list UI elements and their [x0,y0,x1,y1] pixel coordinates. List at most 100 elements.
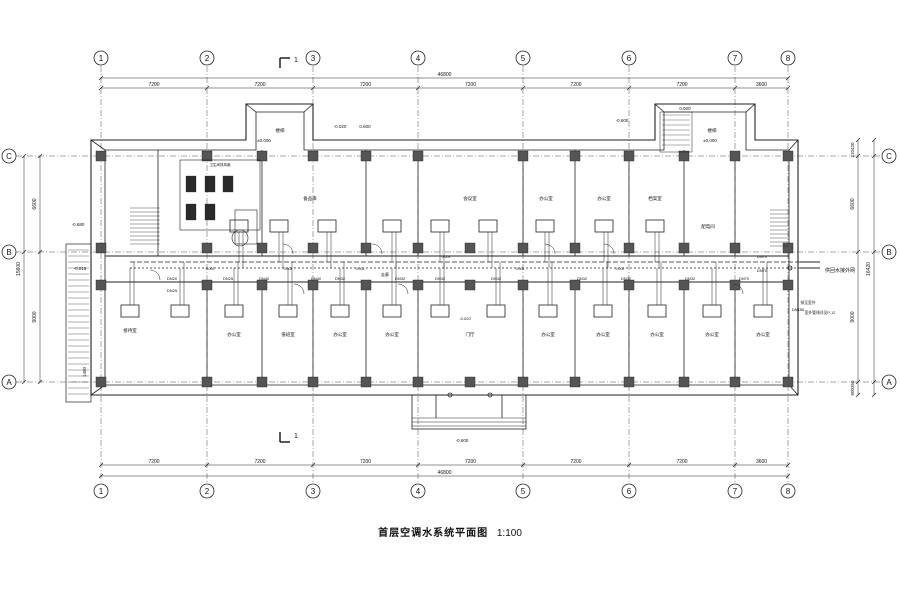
dimension-text: 1450 [82,366,87,377]
pipe-size-label: DN150 [792,307,805,312]
elevation-label: ±0.000 [703,138,717,143]
structural-column [782,376,794,388]
axis-bubble [1,148,17,164]
pipe-size-label: DN70 [757,254,768,259]
room-label: 楼梯 [708,127,717,134]
room-label: 走廊 [381,271,389,277]
dimension-tick [204,85,210,91]
wall-corner [745,103,756,113]
structural-column [517,242,529,254]
dimension-text: 15600 [16,262,22,276]
dimension-tick [204,462,210,468]
fan-coil-unit [120,304,140,318]
fan-coil-unit [702,304,722,318]
door-swing [149,269,161,281]
axis-bubble [93,50,109,66]
axis-label-bottom: 1 [99,487,104,496]
fan-coil-unit [647,304,667,318]
room-label: 会议室 [463,195,477,202]
axis-label-top: 4 [416,54,421,63]
dimension-tick [98,473,104,479]
structural-column [256,150,268,162]
fan-coil-unit [594,219,614,233]
elevation-label: 0.600 [359,124,371,129]
pipe-size-label: DN32 [685,276,696,281]
axis-label-bottom: 2 [205,487,210,496]
dimension-text: 7200 [360,459,371,465]
toilet-stall [222,175,234,193]
dimension-tick [310,85,316,91]
fan-coil-unit [538,304,558,318]
fan-coil-unit [269,219,289,233]
dimension-tick [626,462,632,468]
structural-column [412,150,424,162]
row-label-right: A [886,378,892,387]
dimension-tick [871,392,877,398]
pipe-slope-label: 0.002 [616,267,625,271]
structural-column [517,150,529,162]
door-swing [732,283,744,295]
toilet-stall [204,203,216,221]
pipe-size-label: DN32 [621,276,632,281]
structural-column [464,242,476,254]
room-label: 办公室 [541,331,555,338]
dimension-text: 9000 [32,311,38,322]
drawing-caption: 首层空调水系统平面图 1:100 [0,524,900,539]
pipe-size-label: DN40 [311,276,322,281]
dimension-text: 7200 [570,82,581,88]
elevation-label: -0.015 [74,266,87,271]
pipe-valve [787,265,793,271]
pipe-size-label: DN25 [167,288,178,293]
section-label: 1 [294,433,298,440]
fan-coil-unit [170,304,190,318]
fan-coil-unit [317,219,337,233]
structural-column [95,376,107,388]
elevation-label: ±0.000 [257,138,271,143]
fan-coil-unit [224,304,244,318]
fan-coil-unit [382,304,402,318]
door-swing [293,283,305,295]
axis-bubble [199,483,215,499]
room-label: 楼梯 [276,127,285,134]
note-label: 排至室外 [800,300,815,305]
structural-column [782,242,794,254]
elevation-label: -0.020 [459,316,471,321]
elevation-label: 0.020 [679,106,691,111]
entrance-post [487,392,493,398]
axis-label-top: 3 [311,54,316,63]
dimension-tick [98,75,104,81]
door-swing [603,243,615,255]
toilet-block [179,159,261,231]
dimension-text: 7200 [465,459,476,465]
fan-coil-unit [278,304,298,318]
axis-label-top: 6 [627,54,632,63]
drawing-title: 首层空调水系统平面图 [378,528,489,539]
dimension-text: 7200 [570,459,581,465]
dimension-text: 6600 [850,198,856,209]
structural-column [729,376,741,388]
dimension-text: 3600 [756,459,767,465]
structural-column [201,279,213,291]
row-label-left: A [6,378,12,387]
axis-bubble [410,483,426,499]
structural-column [201,376,213,388]
pipe-size-label: DN32 [435,276,446,281]
dimension-tick [871,137,877,143]
structural-column [623,150,635,162]
note-label: 卫生间排风扇 [210,162,231,167]
structural-column [623,242,635,254]
structural-column [95,279,107,291]
dimension-tick [785,75,791,81]
elevation-label: -0.680 [72,222,85,227]
axis-label-bottom: 4 [416,487,421,496]
structural-column [307,242,319,254]
pipe-slope-label: 0.002 [356,267,365,271]
dimension-tick [732,462,738,468]
fan-coil-unit [535,219,555,233]
axis-bubble [305,50,321,66]
fan-coil-unit [478,219,498,233]
structural-column [256,376,268,388]
axis-bubble [93,483,109,499]
axis-label-top: 7 [733,54,738,63]
